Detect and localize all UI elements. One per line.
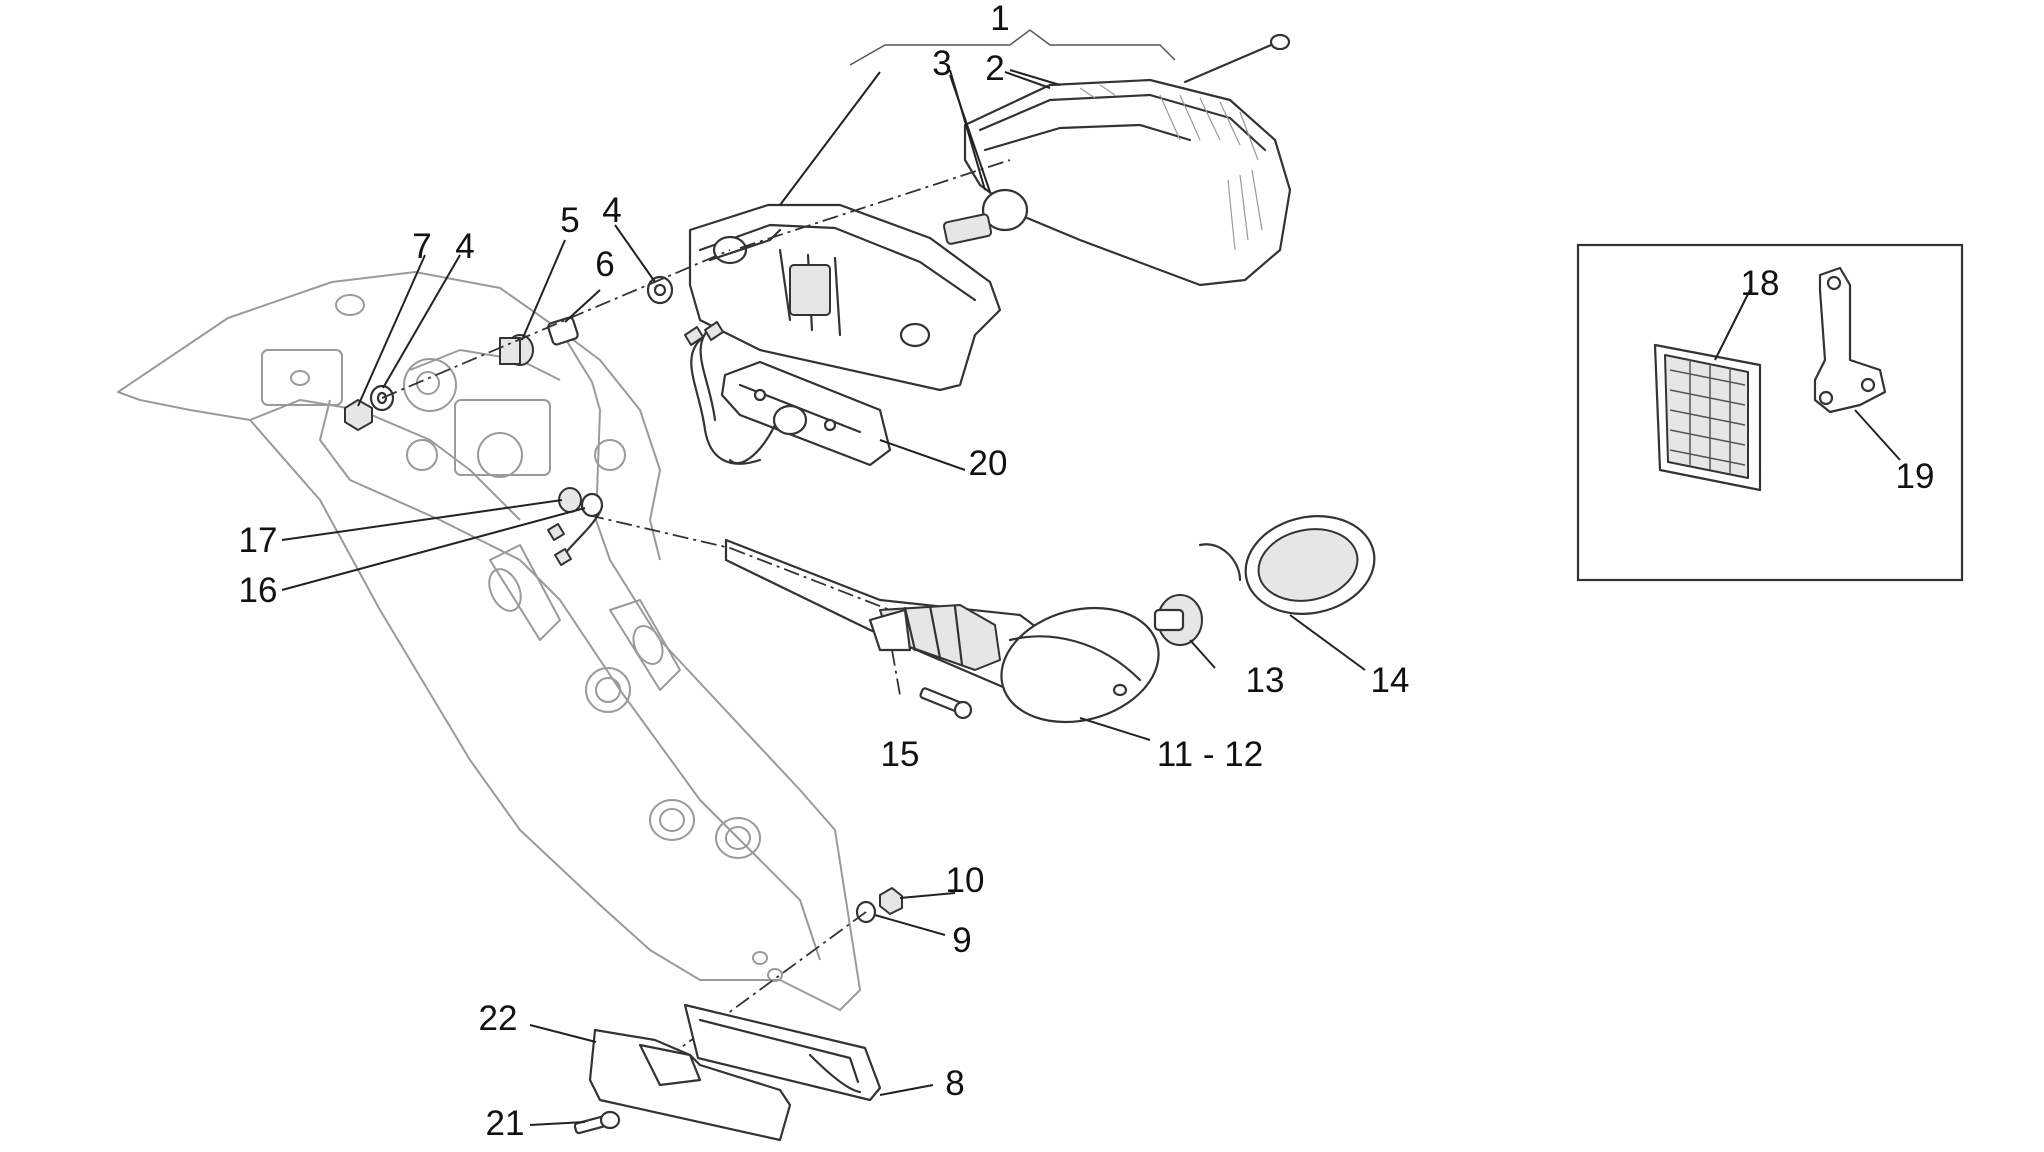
- license-plate-holder: [117, 271, 861, 1011]
- callout-9: 9: [952, 921, 971, 960]
- reflector-assembly: [573, 1003, 882, 1142]
- callout-numbers: 1 2 3 4 4 5 6 7 8 9 10 11 - 12 13 14 15 …: [239, 0, 1935, 1143]
- callout-6: 6: [595, 245, 614, 284]
- callout-4-right: 4: [602, 191, 621, 230]
- callout-11-12: 11 - 12: [1157, 735, 1263, 774]
- turn-signal-assembly: [587, 514, 1376, 724]
- license-plate-light: [720, 360, 892, 467]
- callout-19: 19: [1896, 457, 1935, 496]
- inset-box: [1576, 243, 1964, 582]
- callout-5: 5: [560, 201, 579, 240]
- callout-2: 2: [985, 49, 1004, 88]
- callout-13: 13: [1246, 661, 1285, 700]
- callout-7: 7: [412, 227, 431, 266]
- callout-15: 15: [881, 735, 920, 774]
- callout-10: 10: [946, 861, 985, 900]
- callout-3: 3: [932, 44, 951, 83]
- callout-18: 18: [1741, 264, 1780, 303]
- callout-16: 16: [239, 571, 278, 610]
- fasteners-middle: [547, 487, 604, 566]
- tail-light-assembly: [688, 29, 1292, 392]
- leader-lines: [281, 71, 1901, 1126]
- callout-20: 20: [969, 444, 1008, 483]
- callout-1: 1: [990, 0, 1009, 38]
- callout-14: 14: [1371, 661, 1410, 700]
- callout-8: 8: [945, 1064, 964, 1103]
- callout-21: 21: [486, 1104, 525, 1143]
- callout-4-left: 4: [455, 227, 474, 266]
- callout-17: 17: [239, 521, 278, 560]
- callout-22: 22: [479, 999, 518, 1038]
